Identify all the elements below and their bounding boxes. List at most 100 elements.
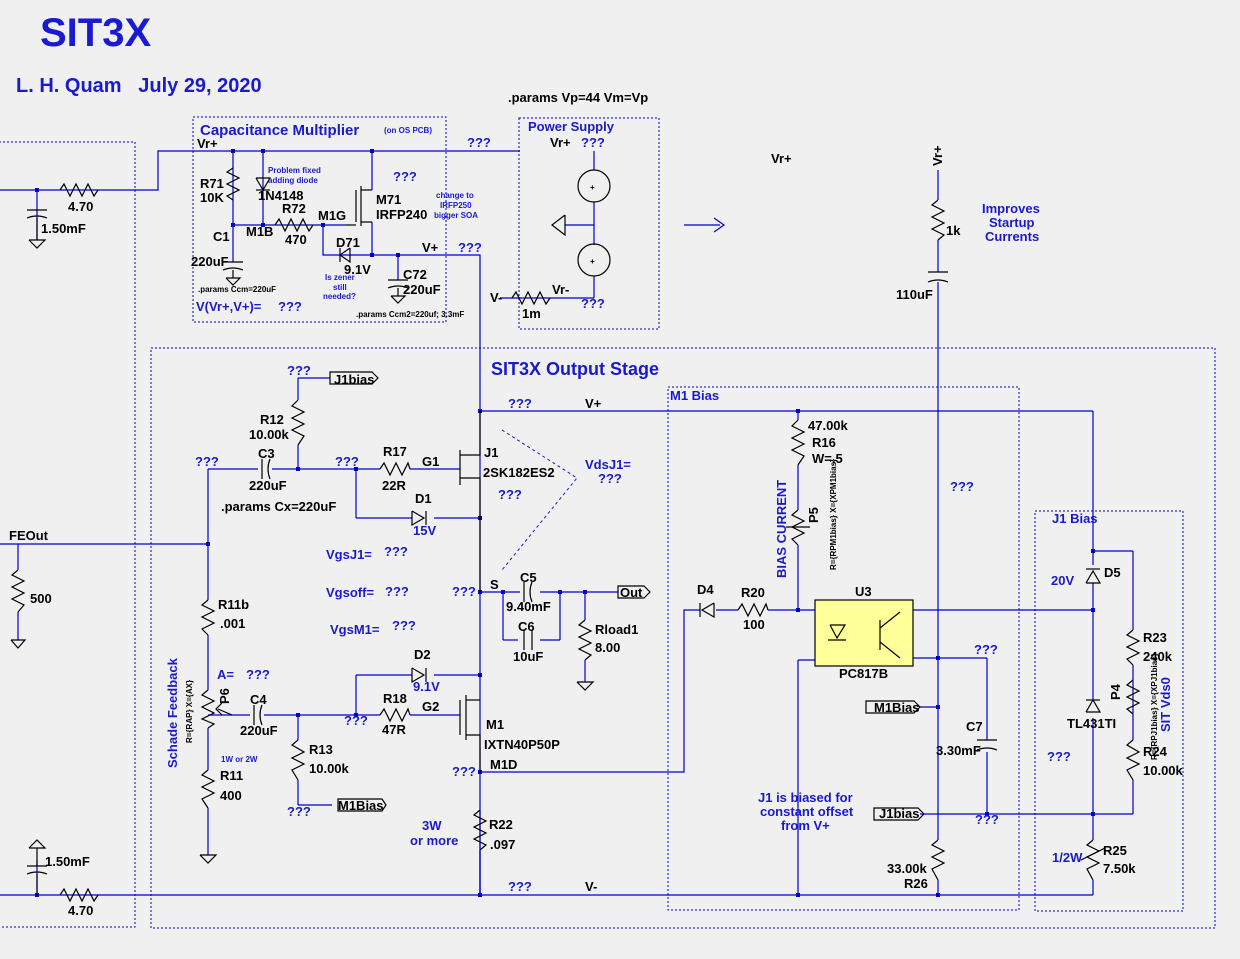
label-c6-val: 10uF (513, 649, 543, 664)
label-q: ??? (598, 471, 622, 486)
label-q: ??? (287, 363, 311, 378)
label-q: ??? (452, 764, 476, 779)
label-d1: D1 (415, 491, 432, 506)
label-r16-w: W=.5 (812, 451, 843, 466)
label-g1: G1 (422, 454, 439, 469)
label-q: ??? (974, 642, 998, 657)
label-j1bias: J1bias (334, 372, 374, 387)
label-vgsm1: VgsM1= (330, 622, 380, 637)
label-feout: FEOut (9, 528, 49, 543)
label-vrm: Vr- (552, 282, 569, 297)
label-p4: P4 (1108, 683, 1123, 700)
label-c7-val: 3.30mF (936, 743, 981, 758)
label-q: ??? (392, 618, 416, 633)
label-q: ??? (508, 396, 532, 411)
label-res470: 4.70 (68, 903, 93, 918)
label-c3: C3 (258, 446, 275, 461)
wires (0, 150, 1134, 896)
label-vgsj1: VgsJ1= (326, 547, 372, 562)
author-date-line: L. H. Quam July 29, 2020 (16, 75, 262, 97)
label-c1-val: 220uF (191, 254, 229, 269)
label-d71: D71 (336, 235, 360, 250)
label-vp: V+ (422, 240, 439, 255)
label-c3-val: 220uF (249, 478, 287, 493)
label-currents: Currents (985, 229, 1039, 244)
label-m1bias: M1Bias (874, 700, 920, 715)
label-p4-expr: R={RPJ1bias} X={XPJ1bias} (1150, 653, 1159, 760)
label-c4-val: 220uF (240, 723, 278, 738)
label-p6-expr: R={RAP} X={AX} (185, 680, 194, 743)
power-supply-title: Power Supply (528, 119, 615, 134)
label-r18-val: 47R (382, 722, 406, 737)
label-vvr: V(Vr+,V+)= (196, 299, 262, 314)
label-vrp: Vr+ (930, 145, 945, 166)
label-d1-val: 15V (413, 523, 436, 538)
optocoupler-u3 (814, 599, 914, 667)
label-r500: 500 (30, 591, 52, 606)
label-r26-val: 33.00k (887, 861, 928, 876)
label-r17-val: 22R (382, 478, 406, 493)
label-m1d: M1D (490, 757, 517, 772)
label-bias-current: BIAS CURRENT (774, 480, 789, 578)
label-cap150: 1.50mF (45, 854, 90, 869)
label-p5: P5 (806, 507, 821, 523)
label-q: ??? (385, 584, 409, 599)
label-q: ??? (581, 135, 605, 150)
label-r18: R18 (383, 691, 407, 706)
label-rload-val: 8.00 (595, 640, 620, 655)
label-u3-part: PC817B (839, 666, 888, 681)
vdsj1-indicator (501, 429, 578, 571)
label-r1m: 1m (522, 306, 541, 321)
label-r11-note: 1W or 2W (221, 755, 258, 764)
label-q: ??? (393, 169, 417, 184)
cap-mult-box (192, 116, 447, 323)
capacitor-symbols (26, 209, 998, 895)
label-r25: R25 (1103, 843, 1127, 858)
label-u3: U3 (855, 584, 872, 599)
label-a-eq: A= (217, 667, 234, 682)
label-res1k: 1k (946, 223, 961, 238)
label-r16-val: 47.00k (808, 418, 849, 433)
label-vp: V+ (585, 396, 602, 411)
label-r71-val: 10K (200, 190, 224, 205)
m1-bias-box (667, 386, 1020, 911)
label-vm: V- (585, 879, 597, 894)
label-m1: M1 (486, 717, 504, 732)
m1-bias-title: M1 Bias (670, 388, 719, 403)
label-j1-part: 2SK182ES2 (483, 465, 555, 480)
label-r24-val: 10.00k (1143, 763, 1184, 778)
label-c72: C72 (403, 267, 427, 282)
params-main: .params Vp=44 Vm=Vp (508, 90, 648, 105)
component-labels: Vr+ R71 10K 1N4148 Problem fixed adding … (9, 135, 1184, 918)
cap-mult-title: Capacitance Multiplier (200, 122, 359, 139)
label-c5-val: 9.40mF (506, 599, 551, 614)
cap-mult-note: (on OS PCB) (384, 126, 432, 135)
label-half-w: 1/2W (1052, 850, 1083, 865)
left-block-box (0, 141, 136, 928)
label-m1bias: M1Bias (338, 798, 384, 813)
label-params-cx: .params Cx=220uF (221, 499, 336, 514)
label-m1-part: IXTN40P50P (484, 737, 560, 752)
label-dz: 1N4148 (258, 188, 304, 203)
label-r22-val: .097 (490, 837, 515, 852)
label-cap110: 110uF (896, 287, 933, 302)
label-d5: D5 (1104, 565, 1121, 580)
label-d4: D4 (697, 582, 714, 597)
label-d5-val: 20V (1051, 573, 1074, 588)
label-g2: G2 (422, 699, 439, 714)
label-vdsj1: VdsJ1= (585, 457, 631, 472)
label-cap150: 1.50mF (41, 221, 86, 236)
svg-text:+: + (590, 183, 595, 192)
label-startup: Startup (989, 215, 1035, 230)
label-j1-note3: from V+ (781, 818, 830, 833)
label-r13: R13 (309, 742, 333, 757)
label-r11-val: 400 (220, 788, 242, 803)
label-r26: R26 (904, 876, 928, 891)
label-rload: Rload1 (595, 622, 638, 637)
label-q: ??? (458, 240, 482, 255)
label-d2: D2 (414, 647, 431, 662)
label-p6: P6 (217, 688, 232, 704)
label-vrp: Vr+ (197, 136, 218, 151)
label-still: still (333, 283, 347, 292)
